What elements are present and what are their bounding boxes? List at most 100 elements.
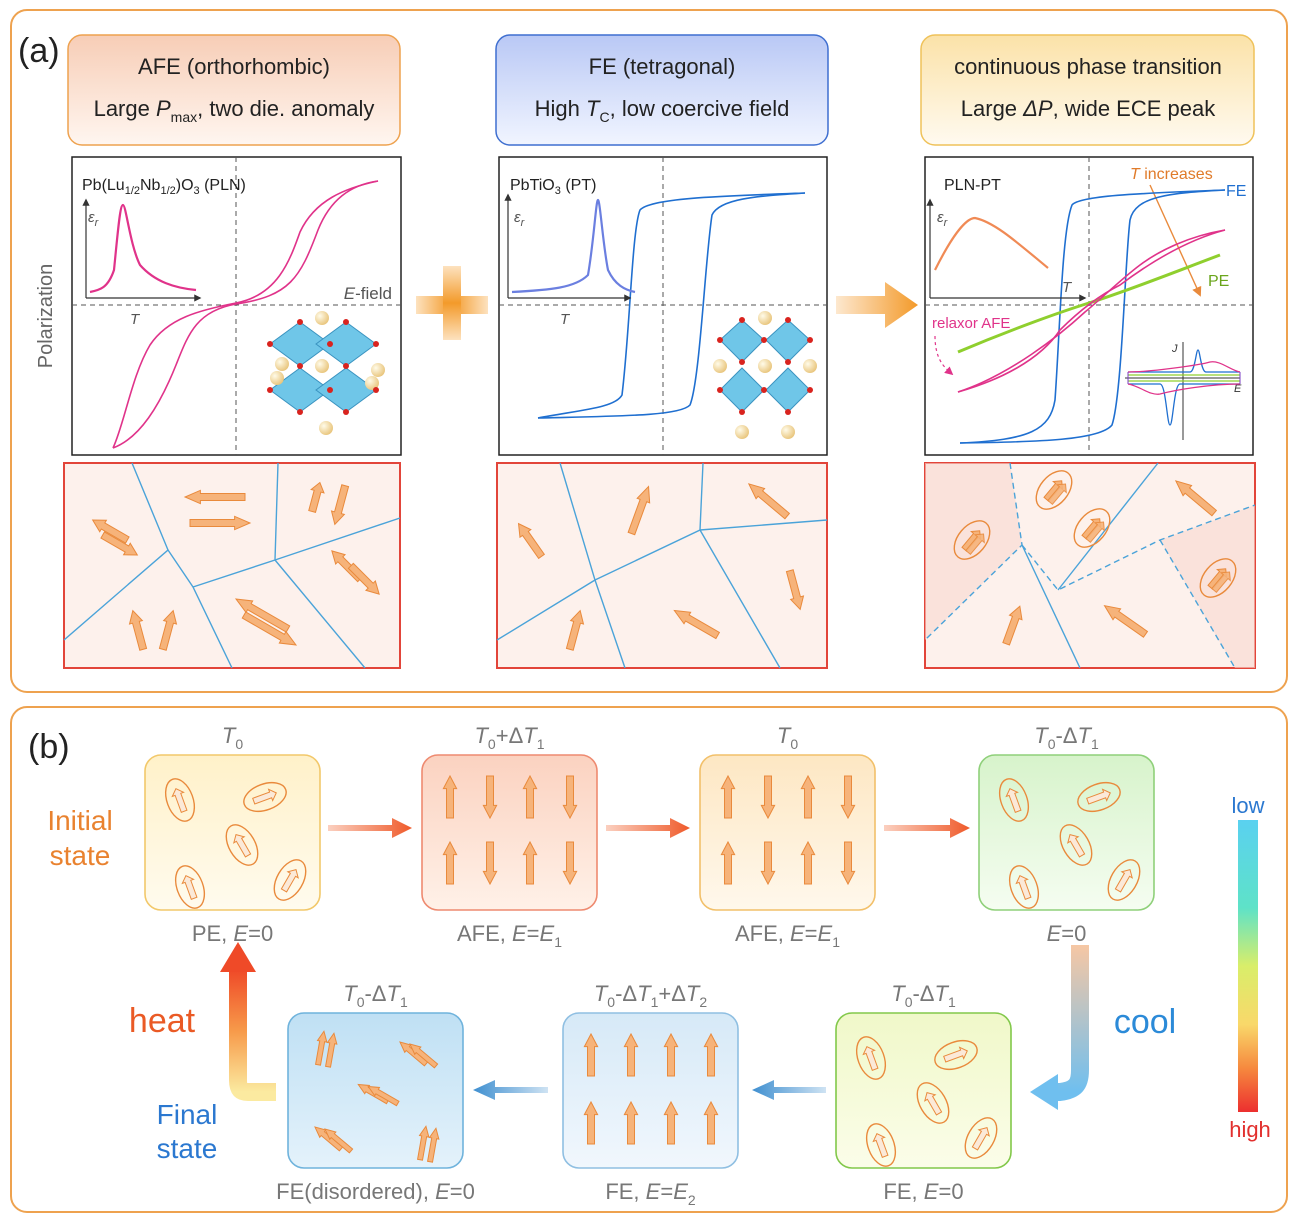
polarization-arrow: [482, 841, 498, 886]
polar-nanoregion: [273, 859, 307, 901]
mix-relaxor-loop-lower: [957, 229, 1226, 393]
je-inset-j-label: J: [1171, 343, 1178, 355]
mix-plot: PLN-PT T increases FE PE relaxor AFE εr …: [924, 156, 1254, 456]
afe-plot: Pb(Lu1/2Nb1/2)O3 (PLN) E-field εr T: [71, 156, 402, 456]
polarization-arrow: [308, 481, 325, 514]
polarization-arrow: [183, 489, 246, 505]
polar-nanoregion: [953, 520, 991, 560]
polarization-arrow: [663, 1032, 679, 1077]
process-arrows: [328, 818, 970, 1100]
polarization-arrow: [347, 562, 380, 595]
polarization-arrow: [623, 1100, 639, 1145]
polar-nanoregion: [243, 781, 287, 813]
afe-inset-yaxis: εr: [88, 209, 100, 229]
heat-arrow-shaft: [229, 970, 276, 1101]
polarization-arrow: [100, 531, 139, 556]
polarization-arrow: [409, 1043, 439, 1069]
polar-nanoregion: [1107, 859, 1141, 901]
state-caption: FE(disordered), E=0: [276, 1179, 475, 1204]
state-caption: AFE, E=E1: [735, 921, 840, 950]
polarization-arrow: [522, 774, 538, 819]
pe-curve-label: PE: [1208, 273, 1229, 290]
polarization-arrow: [720, 840, 736, 885]
polarization-arrow: [760, 841, 776, 886]
polar-nanoregion: [964, 1117, 998, 1159]
polar-nanoregion: [1199, 558, 1237, 598]
polarization-arrow: [562, 841, 578, 886]
mix-relaxor-loop-upper: [957, 229, 1226, 393]
polar-nanoregion: [855, 1036, 887, 1080]
t-increases-arrow: [1149, 184, 1202, 297]
afe-efield-label: E-field: [344, 284, 392, 303]
final-state-label-line1: Final: [157, 1099, 218, 1130]
afe-title: AFE (orthorhombic): [138, 54, 330, 79]
heat-label: heat: [129, 1002, 196, 1040]
cool-arrow-head: [1030, 1074, 1058, 1110]
t-increases-label: T increases: [1130, 166, 1213, 183]
polar-nanoregion: [865, 1123, 897, 1167]
polar-nanoregion: [1035, 470, 1073, 510]
polarization-arrow: [91, 519, 130, 544]
state-caption: AFE, E=E1: [457, 921, 562, 950]
state-temperature: T0: [222, 723, 243, 752]
fe-inset-yaxis: εr: [514, 209, 526, 229]
initial-state-label-line1: Initial: [47, 805, 112, 836]
mix-fe-loop-lower: [959, 189, 1226, 444]
panel-a-label: (a): [18, 32, 60, 70]
afe-crystal-structure: [267, 311, 385, 435]
polarization-arrow: [482, 775, 498, 820]
afe-material-label: Pb(Lu1/2Nb1/2)O3 (PLN): [82, 177, 246, 197]
cool-label: cool: [1114, 1003, 1176, 1041]
polarization-axis-label: Polarization: [35, 264, 57, 369]
afe-header-box: AFE (orthorhombic) Large Pmax, two die. …: [67, 34, 401, 146]
afe-loop-upper: [112, 180, 379, 449]
polarization-arrow: [800, 840, 816, 885]
polarization-arrow: [562, 775, 578, 820]
mix-material-label: PLN-PT: [944, 177, 1001, 194]
fe-permittivity-curve: [511, 198, 636, 294]
polarization-arrow: [324, 1128, 354, 1154]
polarization-arrow: [427, 1127, 440, 1163]
polarization-arrow: [158, 609, 178, 651]
polarization-arrow: [442, 774, 458, 819]
mix-inset-yaxis: εr: [937, 209, 949, 229]
heat-arrow-head: [220, 942, 256, 972]
polarization-arrow: [663, 1100, 679, 1145]
polarization-arrow: [442, 840, 458, 885]
fe-loop-upper: [537, 192, 806, 419]
final-state-label-line2: state: [157, 1133, 218, 1164]
mix-description: Large ΔP, wide ECE peak: [961, 96, 1216, 121]
fe-crystal-structure: [713, 311, 817, 439]
polarization-arrow: [189, 515, 252, 531]
fe-domain-map: [496, 462, 828, 669]
polarization-arrow: [673, 609, 721, 640]
domain-polarization-arrows: [91, 470, 1237, 651]
relaxor-afe-pointer: [934, 335, 954, 376]
polarization-arrow: [1174, 480, 1218, 517]
polar-nanoregion: [934, 1039, 978, 1071]
mix-title: continuous phase transition: [954, 54, 1222, 79]
polarization-arrow: [1002, 605, 1023, 646]
mix-domain-map: [924, 462, 1256, 669]
state-caption: PE, E=0: [192, 921, 273, 946]
polar-nanoregion: [916, 1082, 950, 1124]
panel-b-label: (b): [28, 728, 70, 766]
polarization-arrow: [703, 1100, 719, 1145]
polarization-arrow: [760, 775, 776, 820]
state-caption: FE, E=E2: [605, 1179, 696, 1208]
polarization-arrow: [315, 1030, 328, 1066]
polarization-arrow: [627, 485, 651, 536]
fe-description: High TC, low coercive field: [535, 96, 790, 125]
state-temperature: T0-ΔT1+ΔT2: [594, 981, 708, 1010]
polarization-arrow: [565, 609, 585, 651]
je-inset-e-label: E: [1234, 383, 1242, 395]
polarization-arrow: [325, 1032, 338, 1068]
polarization-arrow: [128, 609, 148, 651]
polar-nanoregion: [164, 778, 196, 822]
